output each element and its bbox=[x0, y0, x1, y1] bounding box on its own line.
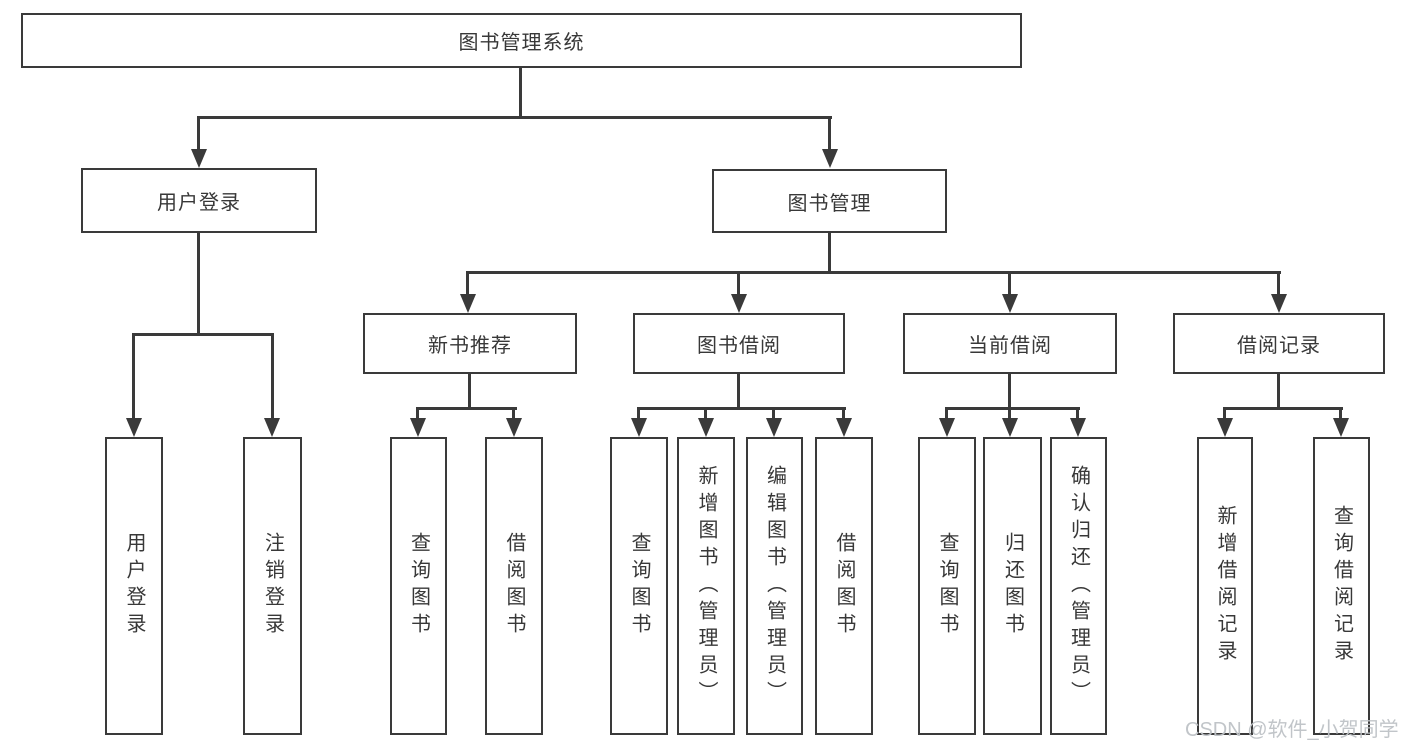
leaf-label: 借阅图书 bbox=[503, 532, 525, 640]
leaf-add-books-admin: 新增图书（管理员） bbox=[677, 437, 735, 735]
arrowhead bbox=[766, 418, 782, 437]
leaf-user-login: 用户登录 bbox=[105, 437, 163, 735]
connector-branch bbox=[945, 407, 1080, 410]
connector-stem bbox=[468, 374, 471, 410]
connector-branch bbox=[466, 271, 1281, 274]
node-label: 用户登录 bbox=[157, 192, 241, 214]
connector-drop bbox=[737, 271, 740, 297]
connector-drop bbox=[945, 407, 948, 421]
leaf-label: 确认归还（管理员） bbox=[1067, 464, 1090, 708]
leaf-label: 用户登录 bbox=[123, 532, 145, 640]
leaf-return-books: 归还图书 bbox=[983, 437, 1042, 735]
arrowhead bbox=[1002, 294, 1018, 313]
arrowhead bbox=[698, 418, 714, 437]
connector-drop bbox=[197, 116, 200, 152]
arrowhead bbox=[1271, 294, 1287, 313]
connector-drop bbox=[512, 407, 515, 421]
arrowhead bbox=[264, 418, 280, 437]
leaf-label: 查询图书 bbox=[936, 532, 958, 640]
node-label: 新书推荐 bbox=[428, 335, 512, 357]
connector-drop bbox=[704, 407, 707, 421]
connector-stem bbox=[737, 374, 740, 410]
node-label: 当前借阅 bbox=[968, 335, 1052, 357]
arrowhead bbox=[460, 294, 476, 313]
connector-drop bbox=[842, 407, 845, 421]
connector-stem bbox=[1277, 374, 1280, 410]
arrowhead bbox=[1002, 418, 1018, 437]
leaf-label: 注销登录 bbox=[261, 532, 284, 640]
leaf-query-borrow-record: 查询借阅记录 bbox=[1313, 437, 1370, 735]
node-current-borrowing: 当前借阅 bbox=[903, 313, 1117, 374]
connector-branch bbox=[416, 407, 517, 410]
connector-stem bbox=[828, 233, 831, 274]
arrowhead bbox=[410, 418, 426, 437]
arrowhead bbox=[191, 149, 207, 168]
connector-branch bbox=[1223, 407, 1343, 410]
connector-drop bbox=[1008, 271, 1011, 297]
leaf-edit-books-admin: 编辑图书（管理员） bbox=[746, 437, 803, 735]
arrowhead bbox=[822, 149, 838, 168]
leaf-borrow-books: 借阅图书 bbox=[815, 437, 873, 735]
arrowhead bbox=[939, 418, 955, 437]
arrowhead bbox=[1333, 418, 1349, 437]
node-label: 图书借阅 bbox=[697, 335, 781, 357]
leaf-label: 查询借阅记录 bbox=[1330, 505, 1353, 667]
node-book-management: 图书管理 bbox=[712, 169, 947, 233]
connector-drop bbox=[772, 407, 775, 421]
connector-drop bbox=[132, 333, 135, 421]
connector-drop bbox=[828, 116, 831, 152]
connector-drop bbox=[1277, 271, 1280, 297]
connector-branch bbox=[132, 333, 274, 336]
connector-stem bbox=[197, 233, 200, 336]
leaf-query-books-recommend: 查询图书 bbox=[390, 437, 447, 735]
leaf-query-books-borrow: 查询图书 bbox=[610, 437, 668, 735]
arrowhead bbox=[506, 418, 522, 437]
node-label: 借阅记录 bbox=[1237, 335, 1321, 357]
leaf-label: 归还图书 bbox=[1001, 532, 1024, 640]
connector-drop bbox=[1076, 407, 1079, 421]
arrowhead bbox=[1217, 418, 1233, 437]
leaf-query-books-current: 查询图书 bbox=[918, 437, 976, 735]
node-user-login: 用户登录 bbox=[81, 168, 317, 233]
node-book-borrowing: 图书借阅 bbox=[633, 313, 845, 374]
arrowhead bbox=[631, 418, 647, 437]
node-label: 图书管理系统 bbox=[458, 32, 585, 54]
node-label: 图书管理 bbox=[787, 192, 872, 215]
connector-branch bbox=[637, 407, 846, 410]
arrowhead bbox=[836, 418, 852, 437]
leaf-label: 新增借阅记录 bbox=[1214, 505, 1236, 667]
arrowhead bbox=[126, 418, 142, 437]
leaf-label: 查询图书 bbox=[407, 532, 430, 640]
csdn-watermark: CSDN @软件_小贺同学 bbox=[1185, 719, 1399, 741]
node-borrowing-records: 借阅记录 bbox=[1173, 313, 1385, 374]
connector-stem bbox=[519, 68, 522, 118]
leaf-logout: 注销登录 bbox=[243, 437, 302, 735]
connector-drop bbox=[1339, 407, 1342, 421]
connector-drop bbox=[416, 407, 419, 421]
leaf-confirm-return-admin: 确认归还（管理员） bbox=[1050, 437, 1107, 735]
arrowhead bbox=[731, 294, 747, 313]
leaf-label: 借阅图书 bbox=[833, 532, 855, 640]
arrowhead bbox=[1070, 418, 1086, 437]
connector-drop bbox=[1008, 407, 1011, 421]
connector-drop bbox=[637, 407, 640, 421]
connector-drop bbox=[1223, 407, 1226, 421]
connector-drop bbox=[271, 333, 274, 421]
leaf-add-borrow-record: 新增借阅记录 bbox=[1197, 437, 1253, 735]
connector-stem bbox=[1008, 374, 1011, 410]
leaf-label: 新增图书（管理员） bbox=[695, 464, 717, 708]
node-new-book-recommend: 新书推荐 bbox=[363, 313, 577, 374]
leaf-borrow-books-recommend: 借阅图书 bbox=[485, 437, 543, 735]
connector-branch bbox=[197, 116, 832, 119]
node-library-management-system: 图书管理系统 bbox=[21, 13, 1022, 68]
leaf-label: 查询图书 bbox=[628, 532, 650, 640]
connector-drop bbox=[466, 271, 469, 297]
leaf-label: 编辑图书（管理员） bbox=[763, 464, 786, 708]
